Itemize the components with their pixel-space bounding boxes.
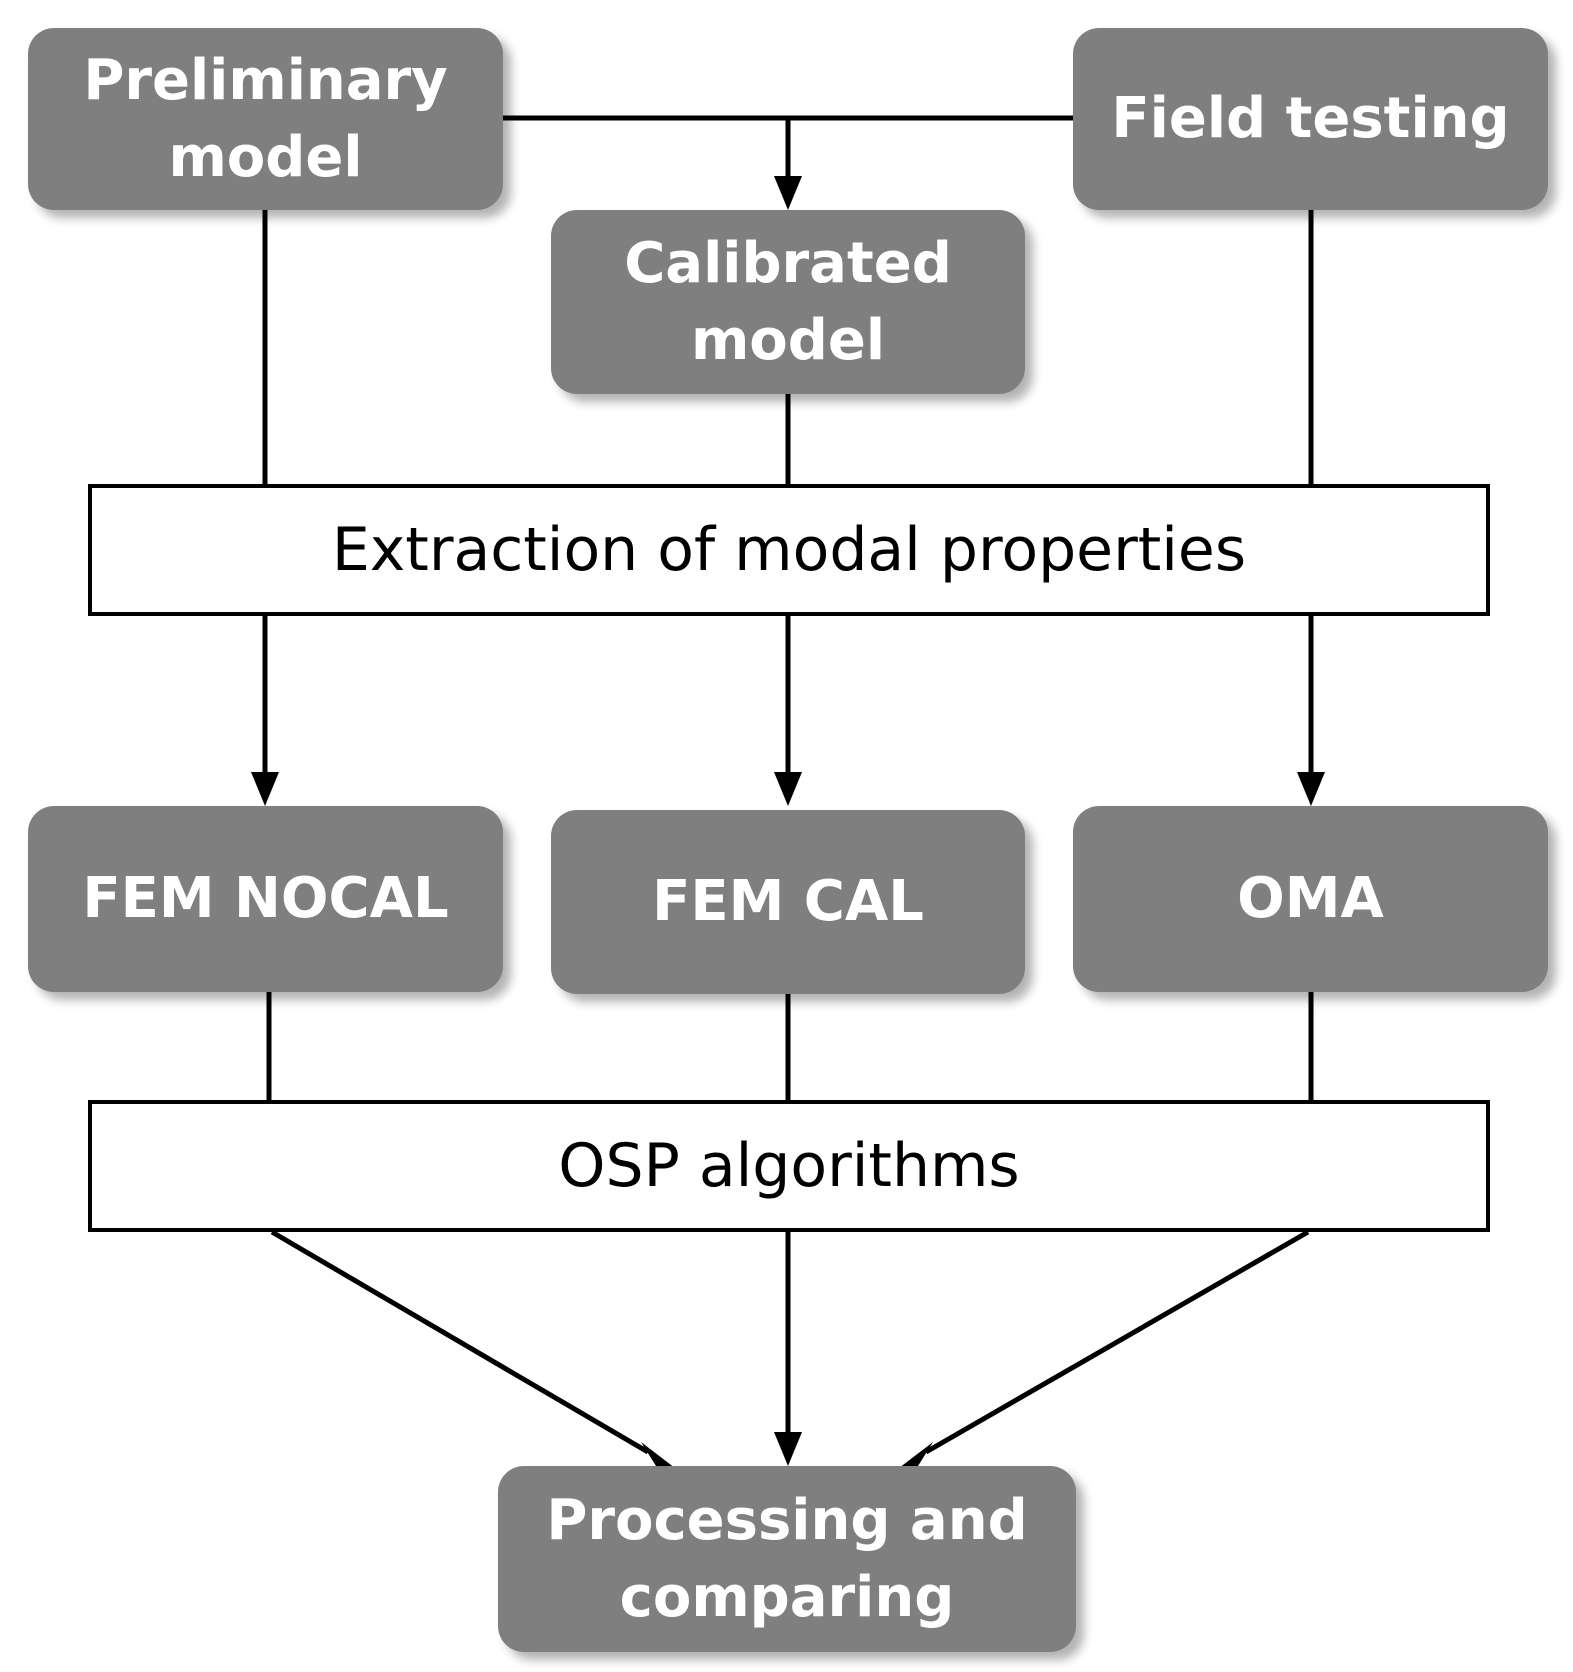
arrowhead-calibrated bbox=[774, 176, 802, 210]
node-fem-cal-label: FEM CAL bbox=[652, 869, 924, 935]
node-oma: OMA bbox=[1073, 806, 1548, 992]
box-osp-algorithms-label: OSP algorithms bbox=[558, 1131, 1020, 1201]
box-extraction-label: Extraction of modal properties bbox=[331, 515, 1247, 585]
arrowhead-oma bbox=[1297, 772, 1325, 806]
arrow-left-to-processing bbox=[270, 1229, 650, 1455]
arrowhead-processing-right bbox=[899, 1442, 933, 1468]
arrowhead-fem-cal bbox=[774, 772, 802, 806]
arrowhead-processing-center bbox=[774, 1432, 802, 1466]
node-field-testing: Field testing bbox=[1073, 28, 1548, 210]
box-extraction-modal-properties: Extraction of modal properties bbox=[88, 484, 1490, 616]
box-osp-algorithms: OSP algorithms bbox=[88, 1100, 1490, 1232]
arrow-right-to-processing bbox=[924, 1229, 1310, 1455]
node-preliminary-model: Preliminary model bbox=[28, 28, 503, 210]
node-fem-nocal-label: FEM NOCAL bbox=[82, 866, 449, 932]
node-fem-cal: FEM CAL bbox=[551, 810, 1025, 994]
arrowhead-processing-left bbox=[641, 1442, 675, 1468]
node-calibrated-model: Calibrated model bbox=[551, 210, 1025, 394]
node-oma-label: OMA bbox=[1237, 866, 1384, 932]
node-field-testing-label: Field testing bbox=[1111, 86, 1510, 152]
node-processing-comparing: Processing and comparing bbox=[498, 1466, 1076, 1652]
node-fem-nocal: FEM NOCAL bbox=[28, 806, 503, 992]
node-processing-comparing-label: Processing and comparing bbox=[546, 1487, 1028, 1630]
node-calibrated-model-label: Calibrated model bbox=[624, 230, 952, 373]
arrowhead-fem-nocal bbox=[251, 772, 279, 806]
node-preliminary-model-label: Preliminary model bbox=[83, 47, 448, 190]
